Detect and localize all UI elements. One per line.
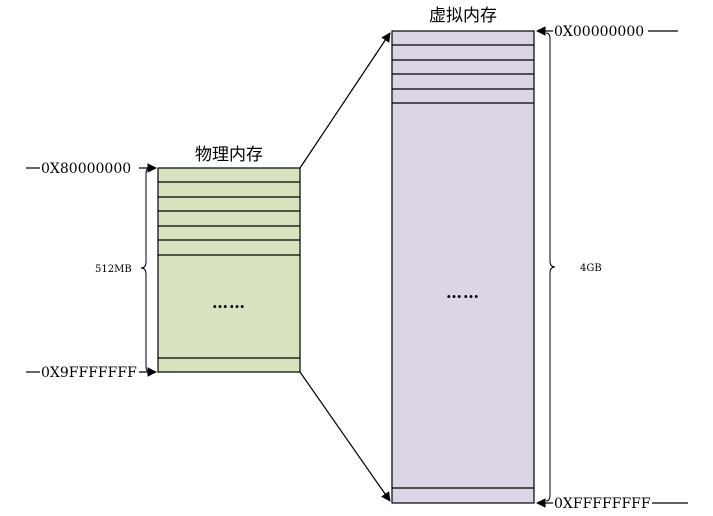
virtual-start-pointer: 0X00000000 [536,24,678,40]
physical-start-pointer: 0X80000000 [26,161,157,177]
physical-end-pointer: 0X9FFFFFFF [26,365,157,381]
virtual-memory-size: 4GB [580,263,602,274]
virtual-memory-rows [392,44,534,489]
virtual-memory-box [391,30,535,504]
physical-size-brace [140,167,151,373]
physical-memory-box [157,167,301,373]
physical-memory-size: 512MB [95,264,132,275]
mapping-line-bottom [299,371,391,502]
virtual-start-address: 0X00000000 [554,24,644,40]
virtual-end-address: 0XFFFFFFFF [554,496,651,512]
physical-end-address: 0X9FFFFFFF [41,365,137,381]
virtual-memory-title: 虚拟内存 [429,6,497,26]
virtual-memory-block: 虚拟内存 …… [391,6,535,504]
physical-memory-ellipsis: …… [212,293,246,312]
virtual-memory-ellipsis: …… [446,283,480,302]
mapping-line-top [299,32,391,169]
virtual-size-brace [545,32,556,502]
physical-memory-block: 物理内存 …… [157,145,301,373]
physical-start-address: 0X80000000 [41,161,131,177]
virtual-end-pointer: 0XFFFFFFFF [536,496,688,512]
physical-memory-title: 物理内存 [195,145,263,165]
physical-memory-rows [158,181,300,359]
